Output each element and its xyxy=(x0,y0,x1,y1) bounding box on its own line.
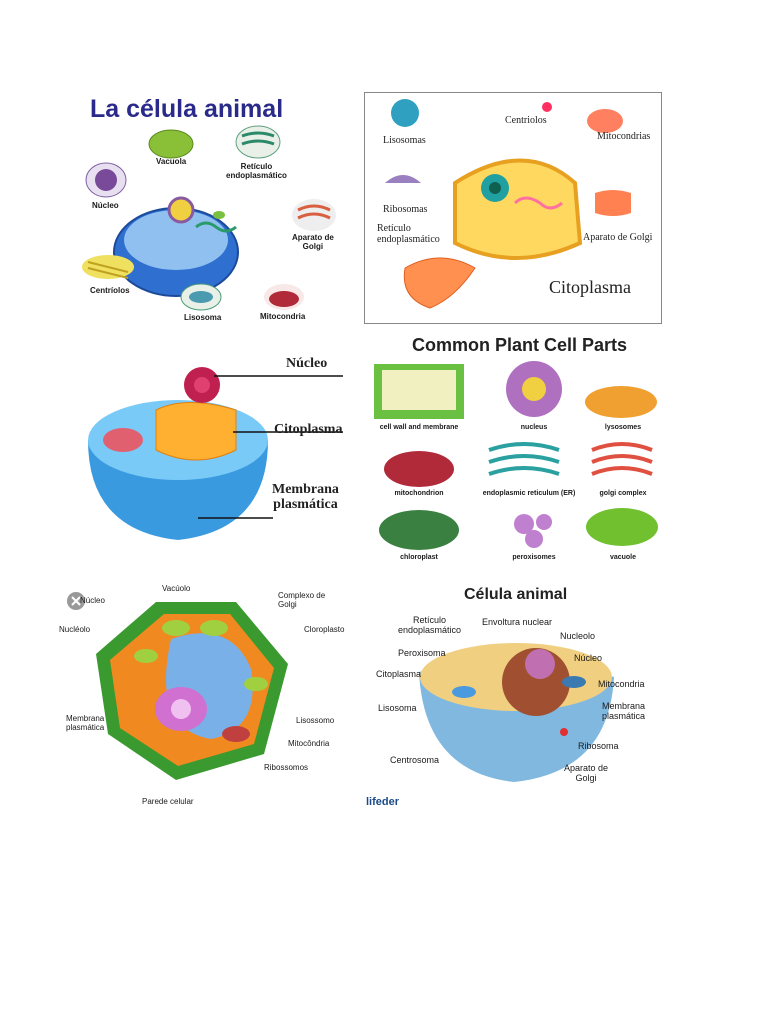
label-golgi: Aparato de Golgi xyxy=(292,233,334,251)
label-nucleo: Núcleo xyxy=(286,356,328,371)
label-centriolos: Centríolos xyxy=(90,286,130,295)
panel-cell-nucleo-citoplasma: Núcleo Citoplasma Membrana plasmática xyxy=(78,340,348,566)
label-nucleo: Núcleo xyxy=(92,201,119,210)
label-lisosomas: Lisosomas xyxy=(383,135,426,146)
label-citoplasma: Citoplasma xyxy=(549,277,631,297)
panel6-title: Célula animal xyxy=(464,586,568,603)
label-membrana: Membrana plasmática xyxy=(272,482,339,513)
item-er: endoplasmic reticulum (ER) xyxy=(482,490,576,497)
item-cell-wall: cell wall and membrane xyxy=(379,424,459,431)
item-chloroplast: chloroplast xyxy=(400,554,438,561)
label-lisosoma: Lisosoma xyxy=(184,313,222,322)
label-golgi: Aparato de Golgi xyxy=(583,232,653,243)
label-complexo: Complexo de Golgi xyxy=(278,591,326,609)
brand-lifeder: lifeder xyxy=(366,796,400,808)
panel-plant-cell-portuguese: Núcleo Vacúolo Complexo de Golgi Nucléol… xyxy=(56,584,356,810)
label-ribosomas: Ribosomas xyxy=(383,204,428,215)
label-reticulo: Retículo endoplasmático xyxy=(377,223,440,245)
label-peroxisoma: Peroxisoma xyxy=(398,648,446,658)
item-peroxisomes: peroxisomes xyxy=(512,554,556,561)
label-golgi: Aparato de Golgi xyxy=(564,763,609,783)
label-vacuolo: Vacúolo xyxy=(162,584,191,593)
item-lysosomes: lysosomes xyxy=(604,424,642,431)
label-citoplasma: Citoplasma xyxy=(274,422,343,437)
label-envoltura: Envoltura nuclear xyxy=(482,617,553,627)
plant-cell-parts-illustration xyxy=(374,361,658,550)
label-lisossomo: Lisossomo xyxy=(296,716,335,725)
label-ribosoma: Ribosoma xyxy=(578,741,619,751)
animal-cell-illustration-2 xyxy=(385,99,631,309)
panel4-title: Common Plant Cell Parts xyxy=(412,335,628,355)
panel-common-plant-cell-parts: Common Plant Cell Parts cell wall and me… xyxy=(364,332,662,570)
animal-cell-illustration-4 xyxy=(419,643,614,782)
label-nucleo: Núcleo xyxy=(574,653,603,663)
label-mitocondria: Mitocôndria xyxy=(288,739,330,748)
item-golgi: golgi complex xyxy=(599,490,647,497)
animal-cell-illustration-1 xyxy=(82,125,336,311)
label-mitocondrias: Mitocondrias xyxy=(597,131,651,142)
label-centriolos: Centriolos xyxy=(505,115,547,126)
item-vacuole: vacuole xyxy=(609,554,637,561)
label-parede: Parede celular xyxy=(142,797,194,806)
label-cloroplasto: Cloroplasto xyxy=(304,625,345,634)
label-membrana: Membrana plasmática xyxy=(602,701,646,721)
label-citoplasma: Citoplasma xyxy=(376,669,422,679)
label-nucleo: Núcleo xyxy=(80,596,105,605)
panel-la-celula-animal: La célula animal Vacuola Retículo endopl… xyxy=(56,92,342,324)
label-nucleolo: Nucléolo xyxy=(59,625,91,634)
label-membrana: Membrana plasmática xyxy=(66,714,105,732)
plant-cell-illustration xyxy=(67,592,288,780)
label-mitocondria: Mitocondria xyxy=(598,679,645,689)
panel-celula-animal-lifeder: Célula animal Retículo endoplasmático En… xyxy=(364,582,664,812)
item-mitochondrion: mitochondrion xyxy=(394,490,444,497)
panel1-title: La célula animal xyxy=(90,95,284,123)
label-lisosoma: Lisosoma xyxy=(378,703,417,713)
label-reticulo: Retículo endoplasmático xyxy=(226,162,287,180)
label-mitocondria: Mitocondria xyxy=(260,312,306,321)
label-ribossomos: Ribossomos xyxy=(264,763,309,772)
label-vacuola: Vacuola xyxy=(156,157,187,166)
animal-cell-illustration-3 xyxy=(88,367,343,540)
label-centrosoma: Centrosoma xyxy=(390,755,440,765)
label-reticulo: Retículo endoplasmático xyxy=(398,615,462,635)
label-nucleolo: Nucleolo xyxy=(560,631,596,641)
item-nucleus: nucleus xyxy=(520,424,548,431)
panel-animal-cell-citoplasma: Centriolos Lisosomas Mitocondrias Riboso… xyxy=(364,92,662,324)
